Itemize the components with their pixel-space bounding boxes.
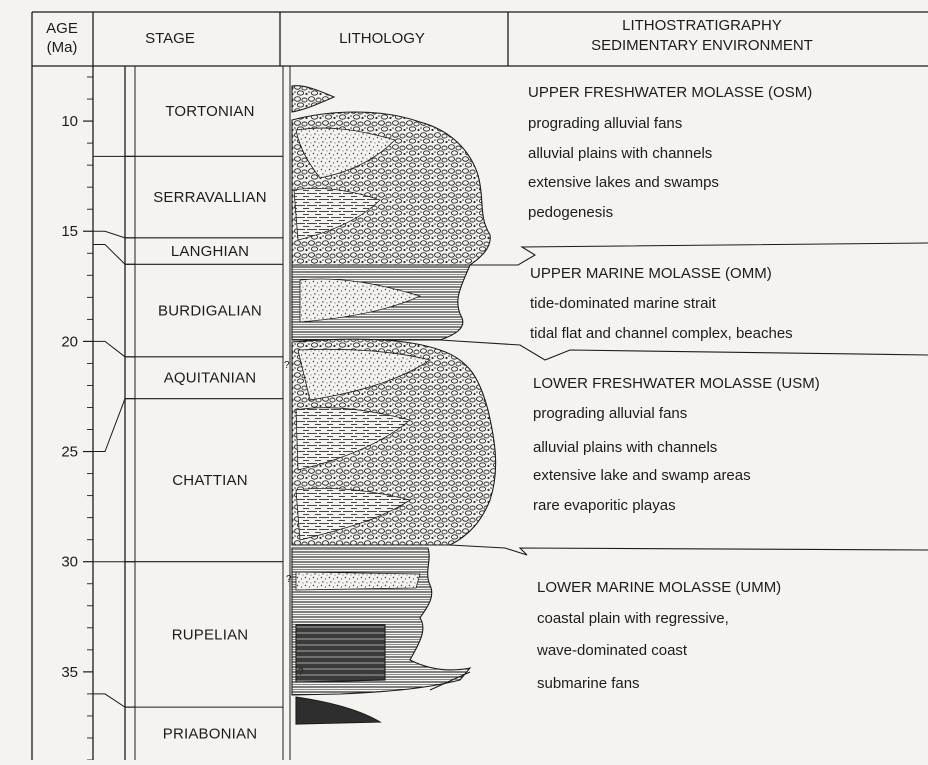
stage-label-aquitanian: AQUITANIAN <box>164 370 257 387</box>
env-line: alluvial plains with channels <box>528 145 712 162</box>
env-line: alluvial plains with channels <box>533 439 717 456</box>
boundary-osm-omm <box>470 243 928 265</box>
unit-title-usm: LOWER FRESHWATER MOLASSE (USM) <box>533 375 820 392</box>
env-line: submarine fans <box>537 675 640 692</box>
age-stage-link <box>93 231 135 238</box>
question-mark: ? <box>298 667 304 678</box>
boundary-usm-umm <box>450 545 928 555</box>
age-label: 30 <box>61 554 78 571</box>
header-age: AGE <box>46 20 78 37</box>
age-label: 20 <box>61 333 78 350</box>
correlation-lines <box>93 156 135 707</box>
header-lithology: LITHOLOGY <box>339 30 425 47</box>
env-line: tidal flat and channel complex, beaches <box>530 325 793 342</box>
column-headers: AGE (Ma) STAGE LITHOLOGY LITHOSTRATIGRAP… <box>46 17 813 56</box>
lithology-column <box>292 86 496 724</box>
tortonian-lens <box>292 86 334 112</box>
env-line: pedogenesis <box>528 204 613 221</box>
age-axis: 10 15 20 25 30 35 <box>61 77 93 760</box>
unit-title-umm: LOWER MARINE MOLASSE (UMM) <box>537 579 781 596</box>
age-label: 35 <box>61 664 78 681</box>
header-lithostratigraphy: LITHOSTRATIGRAPHY <box>622 17 782 34</box>
age-label: 25 <box>61 444 78 461</box>
environment-text: UPPER FRESHWATER MOLASSE (OSM) progradin… <box>528 84 820 692</box>
stage-column: TORTONIAN SERRAVALLIAN LANGHIAN BURDIGALIAN… <box>125 103 283 742</box>
age-stage-link <box>93 399 135 452</box>
umm-basal-wedge <box>296 697 380 724</box>
env-line: tide-dominated marine strait <box>530 295 717 312</box>
age-stage-link <box>93 244 135 264</box>
env-line: prograding alluvial fans <box>533 405 687 422</box>
boundary-omm-usm <box>440 340 928 360</box>
age-label: 15 <box>61 223 78 240</box>
stage-label-rupelian: RUPELIAN <box>172 626 249 643</box>
stage-label-priabonian: PRIABONIAN <box>163 726 258 743</box>
question-mark: ? <box>284 360 290 371</box>
env-line: coastal plain with regressive, <box>537 610 729 627</box>
env-line: rare evaporitic playas <box>533 497 676 514</box>
stage-label-serravallian: SERRAVALLIAN <box>153 189 267 206</box>
umm-sand-beds <box>296 572 420 590</box>
age-label: 10 <box>61 113 78 130</box>
stage-label-chattian: CHATTIAN <box>172 472 248 489</box>
env-line: extensive lakes and swamps <box>528 174 719 191</box>
header-stage: STAGE <box>145 30 195 47</box>
env-line: extensive lake and swamp areas <box>533 467 751 484</box>
age-stage-link <box>93 341 135 356</box>
umm-dark-shale <box>296 625 385 682</box>
env-line: wave-dominated coast <box>536 642 688 659</box>
question-mark: ? <box>286 574 292 585</box>
header-sedimentary-environment: SEDIMENTARY ENVIRONMENT <box>591 37 813 54</box>
stage-label-tortonian: TORTONIAN <box>165 103 254 120</box>
age-stage-link <box>93 694 135 707</box>
env-line: prograding alluvial fans <box>528 115 682 132</box>
stage-label-burdigalian: BURDIGALIAN <box>158 303 262 320</box>
stage-label-langhian: LANGHIAN <box>171 243 249 260</box>
unit-title-omm: UPPER MARINE MOLASSE (OMM) <box>530 265 772 282</box>
header-age-unit: (Ma) <box>47 39 78 56</box>
unit-title-osm: UPPER FRESHWATER MOLASSE (OSM) <box>528 84 812 101</box>
